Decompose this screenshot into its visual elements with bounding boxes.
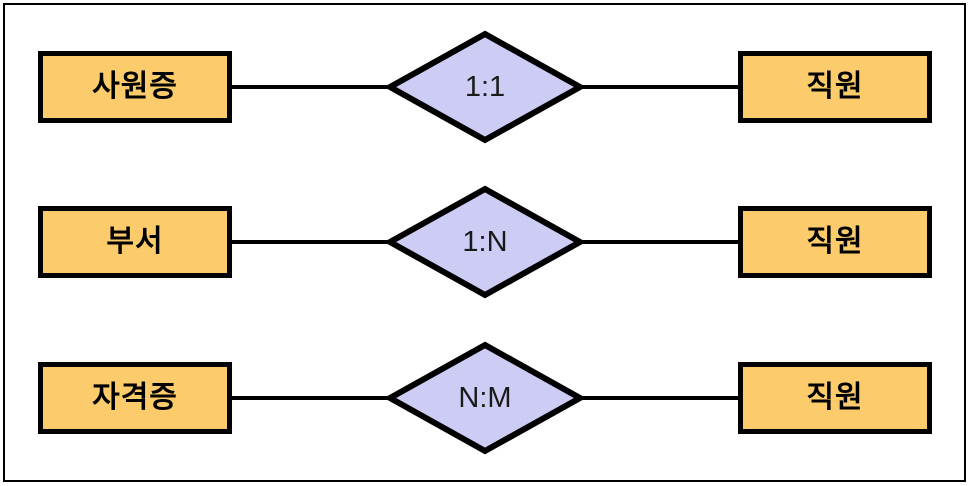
relationship-row-2: 부서 1:N 직원 <box>0 177 970 307</box>
diamond-shape-icon-3 <box>385 341 585 455</box>
relationship-row-1: 사원증 1:1 직원 <box>0 22 970 152</box>
relationship-label-1: 1:1 <box>464 70 506 103</box>
connector-line-right-3 <box>574 396 740 400</box>
entity-label-left-3: 자격증 <box>92 381 178 414</box>
relationship-diamond-1[interactable]: 1:1 <box>385 29 585 145</box>
relationship-diamond-2[interactable]: 1:N <box>385 184 585 300</box>
entity-box-right-2[interactable]: 직원 <box>738 206 932 278</box>
entity-label-left-1: 사원증 <box>92 70 178 103</box>
entity-box-right-3[interactable]: 직원 <box>738 362 932 434</box>
connector-line-right-2 <box>574 240 740 244</box>
relationship-row-3: 자격증 N:M 직원 <box>0 333 970 463</box>
connector-line-right-1 <box>574 85 740 89</box>
connector-line-left-3 <box>232 396 396 400</box>
entity-box-left-2[interactable]: 부서 <box>38 206 232 278</box>
relationship-diamond-3[interactable]: N:M <box>385 340 585 456</box>
entity-label-right-3: 직원 <box>806 381 864 414</box>
entity-label-right-1: 직원 <box>806 70 864 103</box>
entity-label-right-2: 직원 <box>806 225 864 258</box>
entity-box-right-1[interactable]: 직원 <box>738 51 932 123</box>
diamond-shape-icon-2 <box>385 185 585 299</box>
connector-line-left-2 <box>232 240 396 244</box>
relationship-label-2: 1:N <box>462 225 508 258</box>
relationship-label-3: N:M <box>458 381 512 414</box>
entity-box-left-1[interactable]: 사원증 <box>38 51 232 123</box>
entity-label-left-2: 부서 <box>106 225 164 258</box>
connector-line-left-1 <box>232 85 396 89</box>
entity-box-left-3[interactable]: 자격증 <box>38 362 232 434</box>
diamond-shape-icon-1 <box>385 30 585 144</box>
